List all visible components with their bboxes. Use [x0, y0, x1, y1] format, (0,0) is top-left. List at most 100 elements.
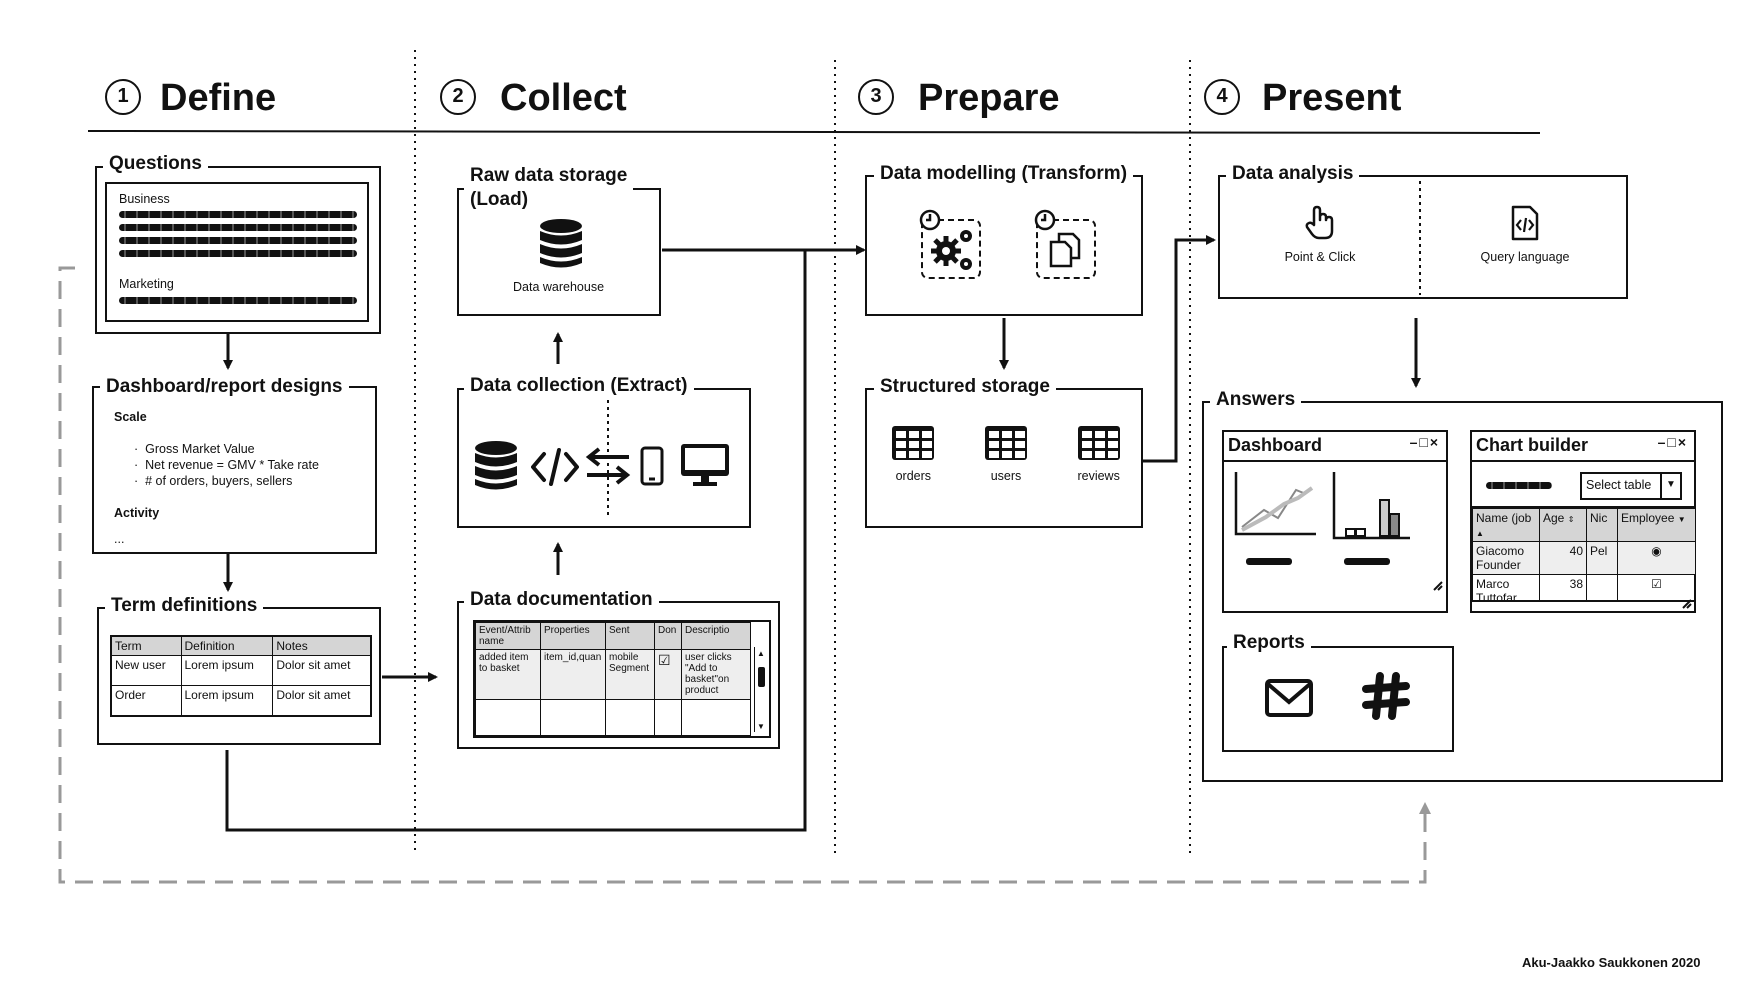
table-cell: Pel	[1586, 541, 1618, 575]
age-col-header[interactable]: Age ⇕	[1539, 508, 1587, 542]
query-language-option[interactable]: Query language	[1420, 205, 1630, 264]
dashboard-designs-panel: Scale · Gross Market Value · Net revenue…	[92, 386, 377, 554]
gears-icon	[921, 219, 981, 279]
data-modelling-title: Data modelling (Transform)	[874, 164, 1134, 184]
sort-up-icon: ▲	[1476, 529, 1484, 538]
raw-data-storage-title-line2: (Load)	[470, 189, 529, 210]
data-collection-panel	[457, 388, 751, 528]
raw-data-storage-title-line1: Raw data storage	[470, 165, 628, 186]
business-scribble	[119, 211, 357, 257]
scale-bullet-3: · # of orders, buyers, sellers	[134, 474, 293, 488]
chart-builder-window-title: Chart builder	[1476, 435, 1589, 455]
sort-both-icon: ⇕	[1567, 515, 1575, 524]
table-cell: Dolor sit amet	[272, 685, 372, 716]
term-definitions-table: Term Definition Notes New user Lorem ips…	[110, 635, 372, 717]
table-row: Order Lorem ipsum Dolor sit amet	[110, 685, 372, 716]
resize-handle-icon[interactable]	[1682, 599, 1692, 609]
doc-col-event: Event/Attrib name	[475, 622, 541, 650]
table-cell: Marco Tuttofar	[1472, 574, 1540, 600]
hand-pointer-icon	[1305, 205, 1334, 240]
line-chart-thumbnail	[1234, 472, 1316, 536]
done-checkbox[interactable]: ☑	[654, 649, 682, 700]
dashboard-window: Dashboard –□×	[1222, 430, 1448, 613]
term-definitions-panel: Term Definition Notes New user Lorem ips…	[97, 607, 381, 745]
name-col-header[interactable]: Name (job ▲	[1472, 508, 1540, 542]
table-cell: Lorem ipsum	[180, 655, 274, 686]
scroll-up-icon[interactable]: ▲	[757, 649, 765, 658]
table-grid-item-orders[interactable]: orders	[867, 424, 960, 483]
phone-icon	[640, 446, 664, 486]
table-grid-item-users[interactable]: users	[960, 424, 1053, 483]
query-language-label: Query language	[1480, 250, 1570, 264]
point-and-click-label: Point & Click	[1284, 250, 1356, 264]
table-name-label: reviews	[1077, 469, 1120, 483]
table-cell: 40	[1539, 541, 1587, 575]
documentation-table-frame: Event/Attrib name Properties Sent Don De…	[473, 620, 771, 738]
dashboard-designs-title: Dashboard/report designs	[100, 377, 349, 397]
stage-number-3: 3	[858, 79, 894, 115]
chart-builder-titlebar: Chart builder –□×	[1472, 432, 1694, 462]
data-documentation-title: Data documentation	[464, 590, 659, 610]
chevron-down-icon[interactable]: ▼	[1660, 474, 1680, 498]
monitor-icon	[681, 444, 729, 486]
activity-ellipsis: ...	[114, 532, 125, 546]
table-cell	[1586, 574, 1618, 600]
doc-col-done: Don	[654, 622, 682, 650]
dashboard-charts	[1234, 472, 1443, 591]
stage-number-4: 4	[1204, 79, 1240, 115]
nic-col-header[interactable]: Nic	[1586, 508, 1618, 542]
resize-handle-icon	[1433, 581, 1443, 591]
notes-col-header: Notes	[272, 635, 372, 656]
collection-divider	[607, 400, 609, 516]
table-grid-item-reviews[interactable]: reviews	[1052, 424, 1145, 483]
code-icon	[531, 448, 579, 486]
window-controls[interactable]: –□×	[1409, 434, 1440, 450]
clock-icon	[919, 209, 941, 231]
table-cell: New user	[110, 655, 182, 686]
chart-caption-scribble	[1344, 558, 1390, 565]
table-cell: added item to basket	[475, 649, 541, 700]
documentation-table: Event/Attrib name Properties Sent Don De…	[475, 622, 751, 736]
term-col-header: Term	[110, 635, 182, 656]
select-table-dropdown[interactable]: Select table ▼	[1580, 472, 1682, 500]
data-analysis-title: Data analysis	[1226, 164, 1360, 184]
table-name-label: orders	[895, 469, 932, 483]
stage-title-prepare: Prepare	[918, 77, 1060, 119]
structured-tables: orders users reviews	[867, 424, 1145, 504]
data-documentation-panel: Event/Attrib name Properties Sent Don De…	[457, 601, 780, 749]
table-row[interactable]: Marco Tuttofar 38 ☑	[1472, 574, 1696, 600]
table-cell: Order	[110, 685, 182, 716]
employee-col-header[interactable]: Employee ▼	[1617, 508, 1696, 542]
employee-checkbox[interactable]: ☑	[1617, 574, 1696, 600]
table-cell: item_id,quan	[540, 649, 606, 700]
table-cell: mobile Segment	[605, 649, 655, 700]
table-grid-icon	[984, 426, 1027, 460]
analysis-divider	[1419, 181, 1421, 295]
sync-arrows-icon	[585, 447, 631, 485]
point-and-click-option[interactable]: Point & Click	[1220, 205, 1420, 264]
clock-icon	[1034, 209, 1056, 231]
employee-radio[interactable]: ◉	[1617, 541, 1696, 575]
data-warehouse-label: Data warehouse	[513, 280, 605, 294]
database-icon	[540, 219, 582, 268]
code-file-icon	[1511, 205, 1539, 241]
header-underline	[87, 130, 1541, 134]
table-row[interactable]: Giacomo Founder 40 Pel ◉	[1472, 541, 1696, 575]
reports-panel	[1222, 646, 1454, 752]
chart-builder-table: Name (job ▲ Age ⇕ Nic Employee ▼ Giacomo…	[1472, 508, 1696, 600]
reports-title: Reports	[1227, 633, 1311, 653]
structured-storage-title: Structured storage	[874, 377, 1056, 397]
bar-chart-thumbnail	[1332, 472, 1410, 540]
stage-title-present: Present	[1262, 77, 1402, 119]
doc-scrollbar[interactable]: ▲ ▼	[754, 647, 769, 732]
database-icon	[475, 441, 517, 490]
files-icon	[1036, 219, 1096, 279]
arrow-terms-to-modelling-loop	[225, 250, 807, 832]
window-controls[interactable]: –□×	[1657, 434, 1688, 450]
table-row: New user Lorem ipsum Dolor sit amet	[110, 655, 372, 686]
scroll-down-icon[interactable]: ▼	[757, 722, 765, 731]
chart-caption-scribble	[1246, 558, 1292, 565]
scroll-thumb[interactable]	[758, 667, 765, 687]
stage-title-collect: Collect	[500, 77, 627, 119]
